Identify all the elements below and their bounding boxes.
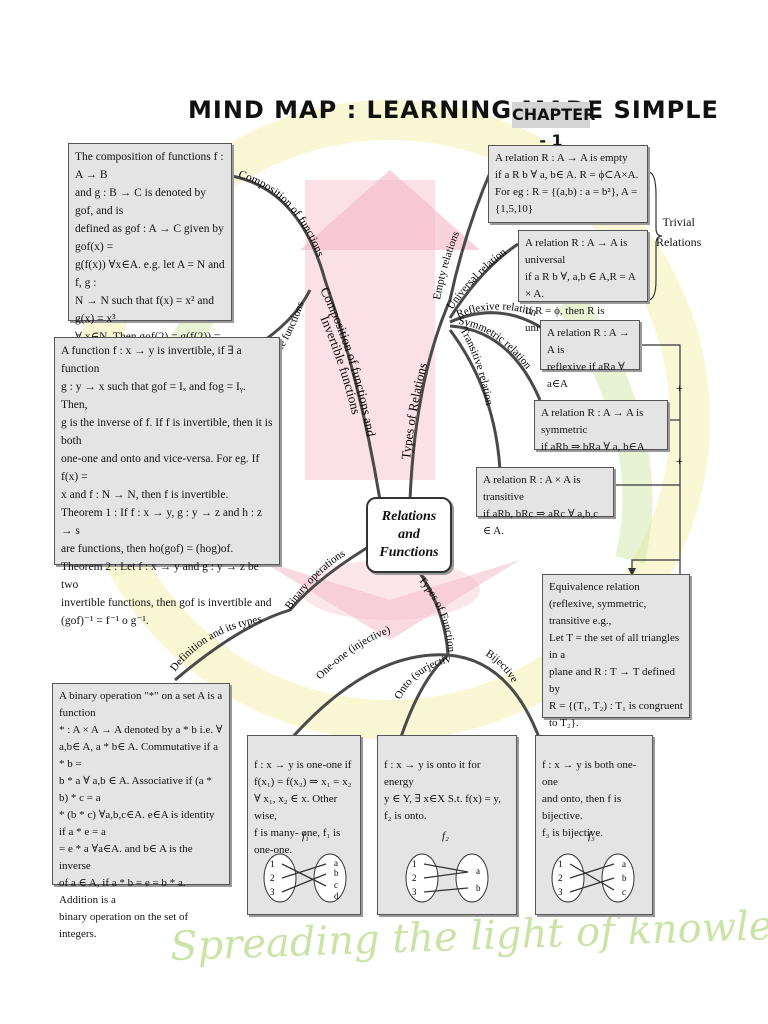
branch-composition-and: Composition of functions and	[317, 285, 379, 438]
branch-bijective: Bijective	[483, 647, 520, 684]
mapping-diagram-f1: 1 2 3 a b c d	[263, 853, 347, 903]
f3-domain-1: 1	[558, 859, 563, 869]
f3-domain-2: 2	[558, 873, 563, 883]
f3-diagram: f₃ 1 2 3 a b c	[546, 828, 640, 908]
transitive-relation-box: A relation R : A × A is transitive if aR…	[476, 467, 614, 537]
f1-label: f₁	[302, 830, 309, 842]
f3-label: f₃	[588, 830, 595, 842]
composition-box: The composition of functions f : A → B a…	[68, 143, 232, 379]
universal-relation-box: A relation R : A → A is universal if a R…	[518, 230, 648, 334]
svg-text:Invertible functions: Invertible functions	[317, 313, 364, 415]
binary-operation-box: A binary operation "*" on a set A is a f…	[52, 683, 230, 940]
branch-invertible: Invertible functions	[317, 313, 364, 415]
one-one-box: f : x → y is one-one if f(x₁) = f(x₂) ⇒ …	[247, 735, 361, 915]
reflexive-relation-box: A relation R : A → A is reflexive if aRa…	[540, 320, 640, 390]
svg-text:+: +	[676, 454, 683, 468]
empty-relation-box: A relation R : A → A is empty if a R b ∀…	[488, 145, 648, 223]
mapping-diagram-f2: 1 2 3 a b	[405, 853, 489, 903]
svg-text:Composition of functions and: Composition of functions and	[317, 285, 379, 438]
svg-text:Universal relation: Universal relation	[445, 246, 509, 312]
trivial-relations-label: Trivial Relations	[656, 215, 702, 249]
f2-domain-1: 1	[412, 859, 417, 869]
f1-range-c: c	[334, 880, 338, 890]
svg-text:Types of Relations: Types of Relations	[398, 361, 430, 460]
svg-text:Empty relations: Empty relations	[431, 230, 462, 301]
branch-universal: Universal relation	[445, 246, 509, 312]
f3-range-b: b	[622, 873, 627, 883]
f1-domain-1: 1	[270, 859, 275, 869]
svg-text:Transitive relation: Transitive relation	[457, 325, 495, 406]
f1-domain-2: 2	[270, 873, 275, 883]
svg-text:Composition of functions: Composition of functions	[237, 169, 326, 259]
invertible-box: A function f : x → y is invertible, if ∃…	[54, 337, 280, 627]
branch-types-of-relations: Types of Relations	[398, 361, 430, 460]
page-title: MIND MAP : LEARNING MADE SIMPLE	[188, 96, 719, 124]
f2-domain-2: 2	[412, 873, 417, 883]
branch-binary-operations: Binary operations	[283, 548, 347, 612]
f2-domain-3: 3	[412, 887, 417, 897]
f2-range-a: a	[476, 866, 480, 876]
f1-range-b: b	[334, 868, 339, 878]
one-one-text: f : x → y is one-one if f(x₁) = f(x₂) ⇒ …	[254, 759, 352, 856]
bijective-text: f : x → y is both one-one and onto, then…	[542, 759, 637, 839]
branch-transitive: Transitive relation	[457, 325, 495, 406]
symmetric-relation-box: A relation R : A → A is symmetric if aRb…	[534, 400, 668, 453]
f1-domain-3: 3	[270, 887, 275, 897]
branch-one-one: One-one (injective)	[314, 624, 392, 682]
f2-diagram: f₂ 1 2 3 a b	[400, 828, 494, 908]
central-node: Relations and Functions	[366, 497, 452, 573]
f3-range-a: a	[622, 859, 626, 869]
f1-range-a: a	[334, 858, 338, 868]
f3-range-c: c	[622, 887, 626, 897]
svg-text:+: +	[676, 381, 683, 395]
f1-diagram: f₁ 1 2 3 a b c d	[258, 828, 352, 908]
onto-text: f : x → y is onto it for energy y ∈ Y, ∃…	[384, 759, 501, 822]
svg-text:Definition and its types: Definition and its types	[168, 613, 263, 674]
branch-symmetric: Symmetric relation	[458, 315, 534, 372]
svg-text:One-one (injective): One-one (injective)	[314, 624, 392, 682]
onto-box: f : x → y is onto it for energy y ∈ Y, ∃…	[377, 735, 517, 915]
branch-definition-types: Definition and its types	[168, 613, 263, 674]
bijective-box: f : x → y is both one-one and onto, then…	[535, 735, 653, 915]
chapter-badge: CHAPTER - 1	[512, 102, 595, 150]
svg-text:Symmetric relation: Symmetric relation	[458, 315, 534, 372]
branch-composition: Composition of functions	[237, 169, 326, 259]
mapping-diagram-f3: 1 2 3 a b c	[551, 853, 635, 903]
svg-text:Bijective: Bijective	[483, 647, 520, 684]
equivalence-box: Equivalence relation (reflexive, symmetr…	[542, 574, 690, 746]
f2-range-b: b	[476, 883, 481, 893]
branch-empty-relations: Empty relations	[431, 230, 462, 301]
svg-text:Binary operations: Binary operations	[283, 548, 347, 612]
f1-range-d: d	[334, 891, 339, 901]
f2-label: f₂	[442, 830, 449, 842]
f3-domain-3: 3	[558, 887, 563, 897]
